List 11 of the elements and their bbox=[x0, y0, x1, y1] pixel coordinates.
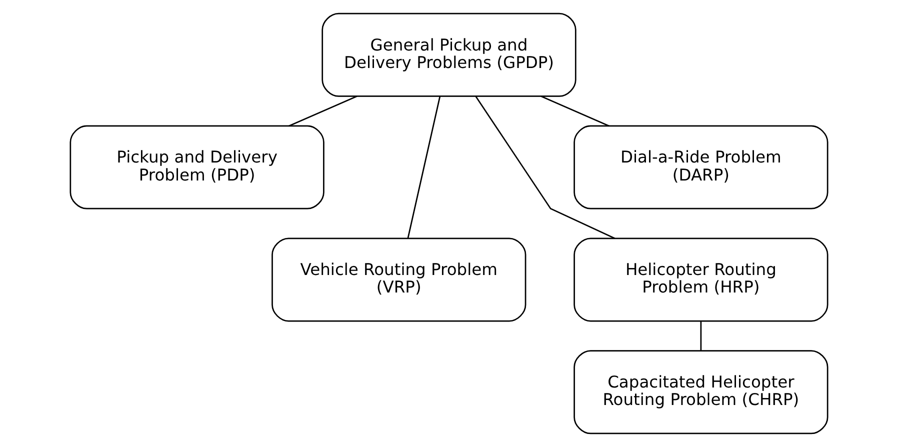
node-box: Pickup and Delivery Problem (PDP) bbox=[69, 125, 324, 210]
node-box: Capacitated Helicopter Routing Problem (CHRP) bbox=[573, 350, 828, 434]
connector bbox=[406, 96, 440, 238]
node-box: Dial-a-Ride Problem (DARP) bbox=[573, 125, 828, 210]
node-box: Helicopter Routing Problem (HRP) bbox=[573, 238, 828, 322]
node-box: General Pickup and Delivery Problems (GPDP) bbox=[321, 12, 576, 97]
connector bbox=[700, 321, 702, 351]
node-box: Vehicle Routing Problem (VRP) bbox=[271, 238, 526, 322]
connector bbox=[474, 96, 615, 239]
connector bbox=[540, 96, 609, 127]
connector bbox=[288, 96, 357, 127]
